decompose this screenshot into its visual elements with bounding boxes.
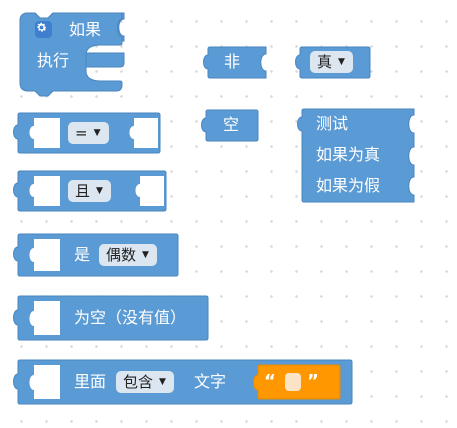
compare-operator-dropdown[interactable]: = ▼ bbox=[68, 122, 109, 144]
operation-dropdown[interactable]: 且 ▼ bbox=[68, 180, 111, 202]
logic-compare-block[interactable]: = ▼ bbox=[12, 112, 161, 154]
logic-negate-block[interactable]: 非 bbox=[202, 46, 268, 79]
dropdown-arrow-icon: ▼ bbox=[338, 57, 345, 67]
if-label: 如果 bbox=[69, 20, 102, 39]
dropdown-arrow-icon: ▼ bbox=[93, 128, 101, 138]
text-literal-input[interactable] bbox=[285, 373, 301, 391]
quote-open-icon: “ bbox=[264, 371, 276, 392]
text-contains-mode-dropdown[interactable]: 包含 ▼ bbox=[116, 371, 174, 393]
logic-ternary-block-shape bbox=[297, 108, 415, 203]
boolean-dropdown[interactable]: 真 ▼ bbox=[310, 51, 353, 73]
ternary-test-label: 测试 bbox=[316, 114, 349, 133]
dropdown-arrow-icon: ▼ bbox=[142, 250, 149, 260]
is-empty-block[interactable]: 为空（没有值） bbox=[12, 295, 209, 341]
mutator-gear-button[interactable] bbox=[35, 21, 52, 38]
text-literal-block[interactable]: “ ” bbox=[252, 364, 341, 400]
ternary-else-label: 如果为假 bbox=[316, 176, 381, 195]
number-property-value: 偶数 bbox=[106, 246, 137, 264]
gear-icon bbox=[37, 22, 47, 32]
null-label: 空 bbox=[223, 115, 240, 134]
logic-boolean-block[interactable]: 真 ▼ bbox=[294, 46, 371, 79]
logic-null-block-shape bbox=[201, 109, 259, 142]
logic-negate-block-shape bbox=[203, 46, 267, 79]
text-contains-block[interactable]: 里面 包含 ▼ 文字 “ ” bbox=[12, 359, 353, 405]
quote-close-icon: ” bbox=[307, 371, 319, 392]
not-label: 非 bbox=[224, 52, 241, 71]
do-label: 执行 bbox=[37, 51, 70, 70]
ternary-then-label: 如果为真 bbox=[316, 145, 381, 164]
number-property-label: 是 bbox=[74, 245, 91, 264]
math-number-property-block[interactable]: 是 偶数 ▼ bbox=[12, 233, 179, 277]
text-label: 文字 bbox=[194, 372, 227, 391]
dropdown-arrow-icon: ▼ bbox=[159, 377, 166, 387]
is-empty-block-shape bbox=[13, 295, 209, 341]
dropdown-arrow-icon: ▼ bbox=[96, 186, 103, 196]
number-property-dropdown[interactable]: 偶数 ▼ bbox=[99, 244, 157, 266]
controls-if-block[interactable]: 如果 执行 bbox=[19, 12, 132, 97]
text-contains-mode-value: 包含 bbox=[123, 373, 154, 391]
logic-operation-block[interactable]: 且 ▼ bbox=[12, 170, 167, 212]
boolean-dropdown-value: 真 bbox=[317, 53, 333, 71]
is-empty-label: 为空（没有值） bbox=[74, 308, 187, 327]
compare-operator-value: = bbox=[75, 124, 88, 142]
logic-null-block[interactable]: 空 bbox=[200, 109, 259, 142]
text-in-label: 里面 bbox=[74, 372, 107, 391]
operation-dropdown-value: 且 bbox=[75, 182, 91, 200]
logic-ternary-block[interactable]: 测试 如果为真 如果为假 bbox=[296, 108, 416, 203]
